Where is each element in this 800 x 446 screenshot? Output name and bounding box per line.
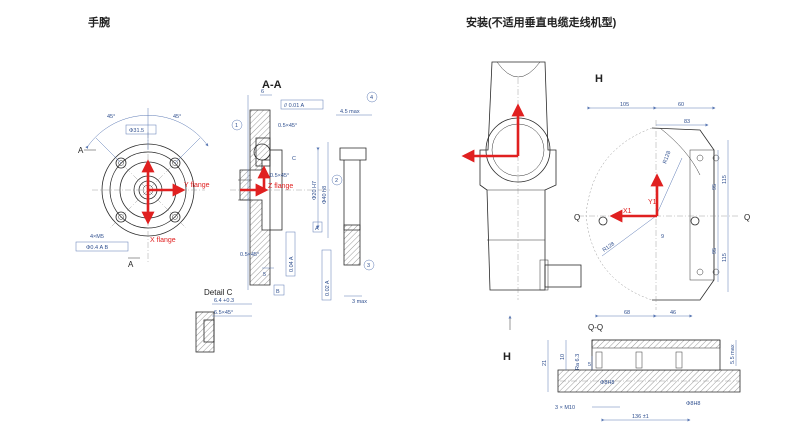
dim-chamfer-3: 0.5×45° xyxy=(240,252,259,258)
dim-max-depth: 5.5 max xyxy=(730,344,736,364)
axis-x1-label: X1 xyxy=(623,208,632,215)
wrist-front-view: 45° 45° Φ31.5 4×M5 Φ0.4 A B A A X flange… xyxy=(75,108,210,269)
dim-angle-left: 45° xyxy=(107,114,115,120)
dim-68: 68 xyxy=(624,310,630,316)
section-title-aa: A-A xyxy=(262,79,282,91)
callout-3: 3 xyxy=(367,263,370,269)
section-qq-title: Q-Q xyxy=(588,323,603,332)
dim-pin-hole-2: Φ8H8 xyxy=(686,401,700,407)
dim-10: 10 xyxy=(560,354,566,360)
detail-c: Detail C 6.4 +0.3 6.5×45° xyxy=(195,288,252,353)
dim-115-upper: 115 xyxy=(722,175,728,184)
dim-flatness-2: 0.02 A xyxy=(325,280,331,296)
datum-a: A xyxy=(315,226,319,232)
axis-y1-label: Y1 xyxy=(648,199,657,206)
dim-bore-20: Φ20 H7 xyxy=(312,181,318,200)
dim-position-tolerance: Φ0.4 A B xyxy=(86,245,108,251)
dim-chamfer-1: 0.5×45° xyxy=(278,123,297,129)
wrist-section-view: A-A 6 // 0.01 A 0.5×45° 0.5×45° 0.5×45° … xyxy=(230,79,378,305)
callout-4: 4 xyxy=(370,95,373,101)
dim-60: 60 xyxy=(678,102,684,108)
dim-radius-128-lower: R128 xyxy=(602,241,616,253)
dim-9: 9 xyxy=(661,234,664,240)
detail-dim-2: 6.5×45° xyxy=(214,310,233,316)
dim-chamfer-2: 0.5×45° xyxy=(270,173,289,179)
wrist-heading: 手腕 xyxy=(88,17,110,29)
dim-pin-hole-1: Φ8H8 xyxy=(600,380,614,386)
dim-95-lower: 95 xyxy=(712,248,718,254)
detail-mark-c: C xyxy=(292,156,296,162)
callout-1: 1 xyxy=(235,123,238,129)
section-mark-q-right: Q xyxy=(744,213,750,222)
dim-three-max: 3 max xyxy=(352,299,367,305)
dim-diameter-bolt-circle: Φ31.5 xyxy=(129,128,144,134)
dim-roughness: Ra 6.3 xyxy=(575,354,581,370)
section-qq: Q-Q 21 10 Ra 6.3 5 5.5 max 3 × M10 Φ8H8 … xyxy=(542,323,741,422)
dim-5-qq: 5 xyxy=(588,362,591,368)
axis-z-flange-label: Z flange xyxy=(268,183,293,190)
dim-flatness: 0.04 A xyxy=(289,256,295,272)
dim-holes: 4×M5 xyxy=(90,234,104,240)
dim-115-lower: 115 xyxy=(722,253,728,262)
dim-five: 5 xyxy=(263,272,266,278)
install-heading: 安装(不适用垂直电缆走线机型) xyxy=(466,17,617,29)
section-mark-top: A xyxy=(78,146,84,155)
dim-spigot-40: Φ40 h8 xyxy=(322,186,328,204)
dim-radius-128-upper: R128 xyxy=(662,150,672,164)
dim-21: 21 xyxy=(542,360,548,366)
axis-y-flange-label: Y flange xyxy=(184,182,210,189)
dim-thread-m10: 3 × M10 xyxy=(555,405,575,411)
callout-2: 2 xyxy=(335,178,338,184)
dim-83: 83 xyxy=(684,119,690,125)
section-mark-q-left: Q xyxy=(574,213,580,222)
detail-dim-1: 6.4 +0.3 xyxy=(214,298,234,304)
dim-95-upper: 95 xyxy=(712,184,718,190)
view-h-title: H xyxy=(595,73,603,85)
install-base-view: H 105 60 83 R128 R128 115 95 95 115 68 xyxy=(574,73,750,318)
dim-parallelism: // 0.01 A xyxy=(284,103,305,109)
dim-angle-right: 45° xyxy=(173,114,181,120)
install-arm-view: H xyxy=(461,61,582,363)
axis-x-flange-label: X flange xyxy=(150,237,176,244)
section-mark-bottom: A xyxy=(128,260,134,269)
dim-105: 105 xyxy=(620,102,629,108)
dim-six: 6 xyxy=(261,89,264,95)
dim-136: 136 ±1 xyxy=(632,414,649,420)
datum-b: B xyxy=(276,289,280,295)
view-arrow-h-label: H xyxy=(503,351,511,363)
dim-46: 46 xyxy=(670,310,676,316)
dim-max-height: 4.5 max xyxy=(340,109,360,115)
detail-c-title: Detail C xyxy=(204,288,233,297)
